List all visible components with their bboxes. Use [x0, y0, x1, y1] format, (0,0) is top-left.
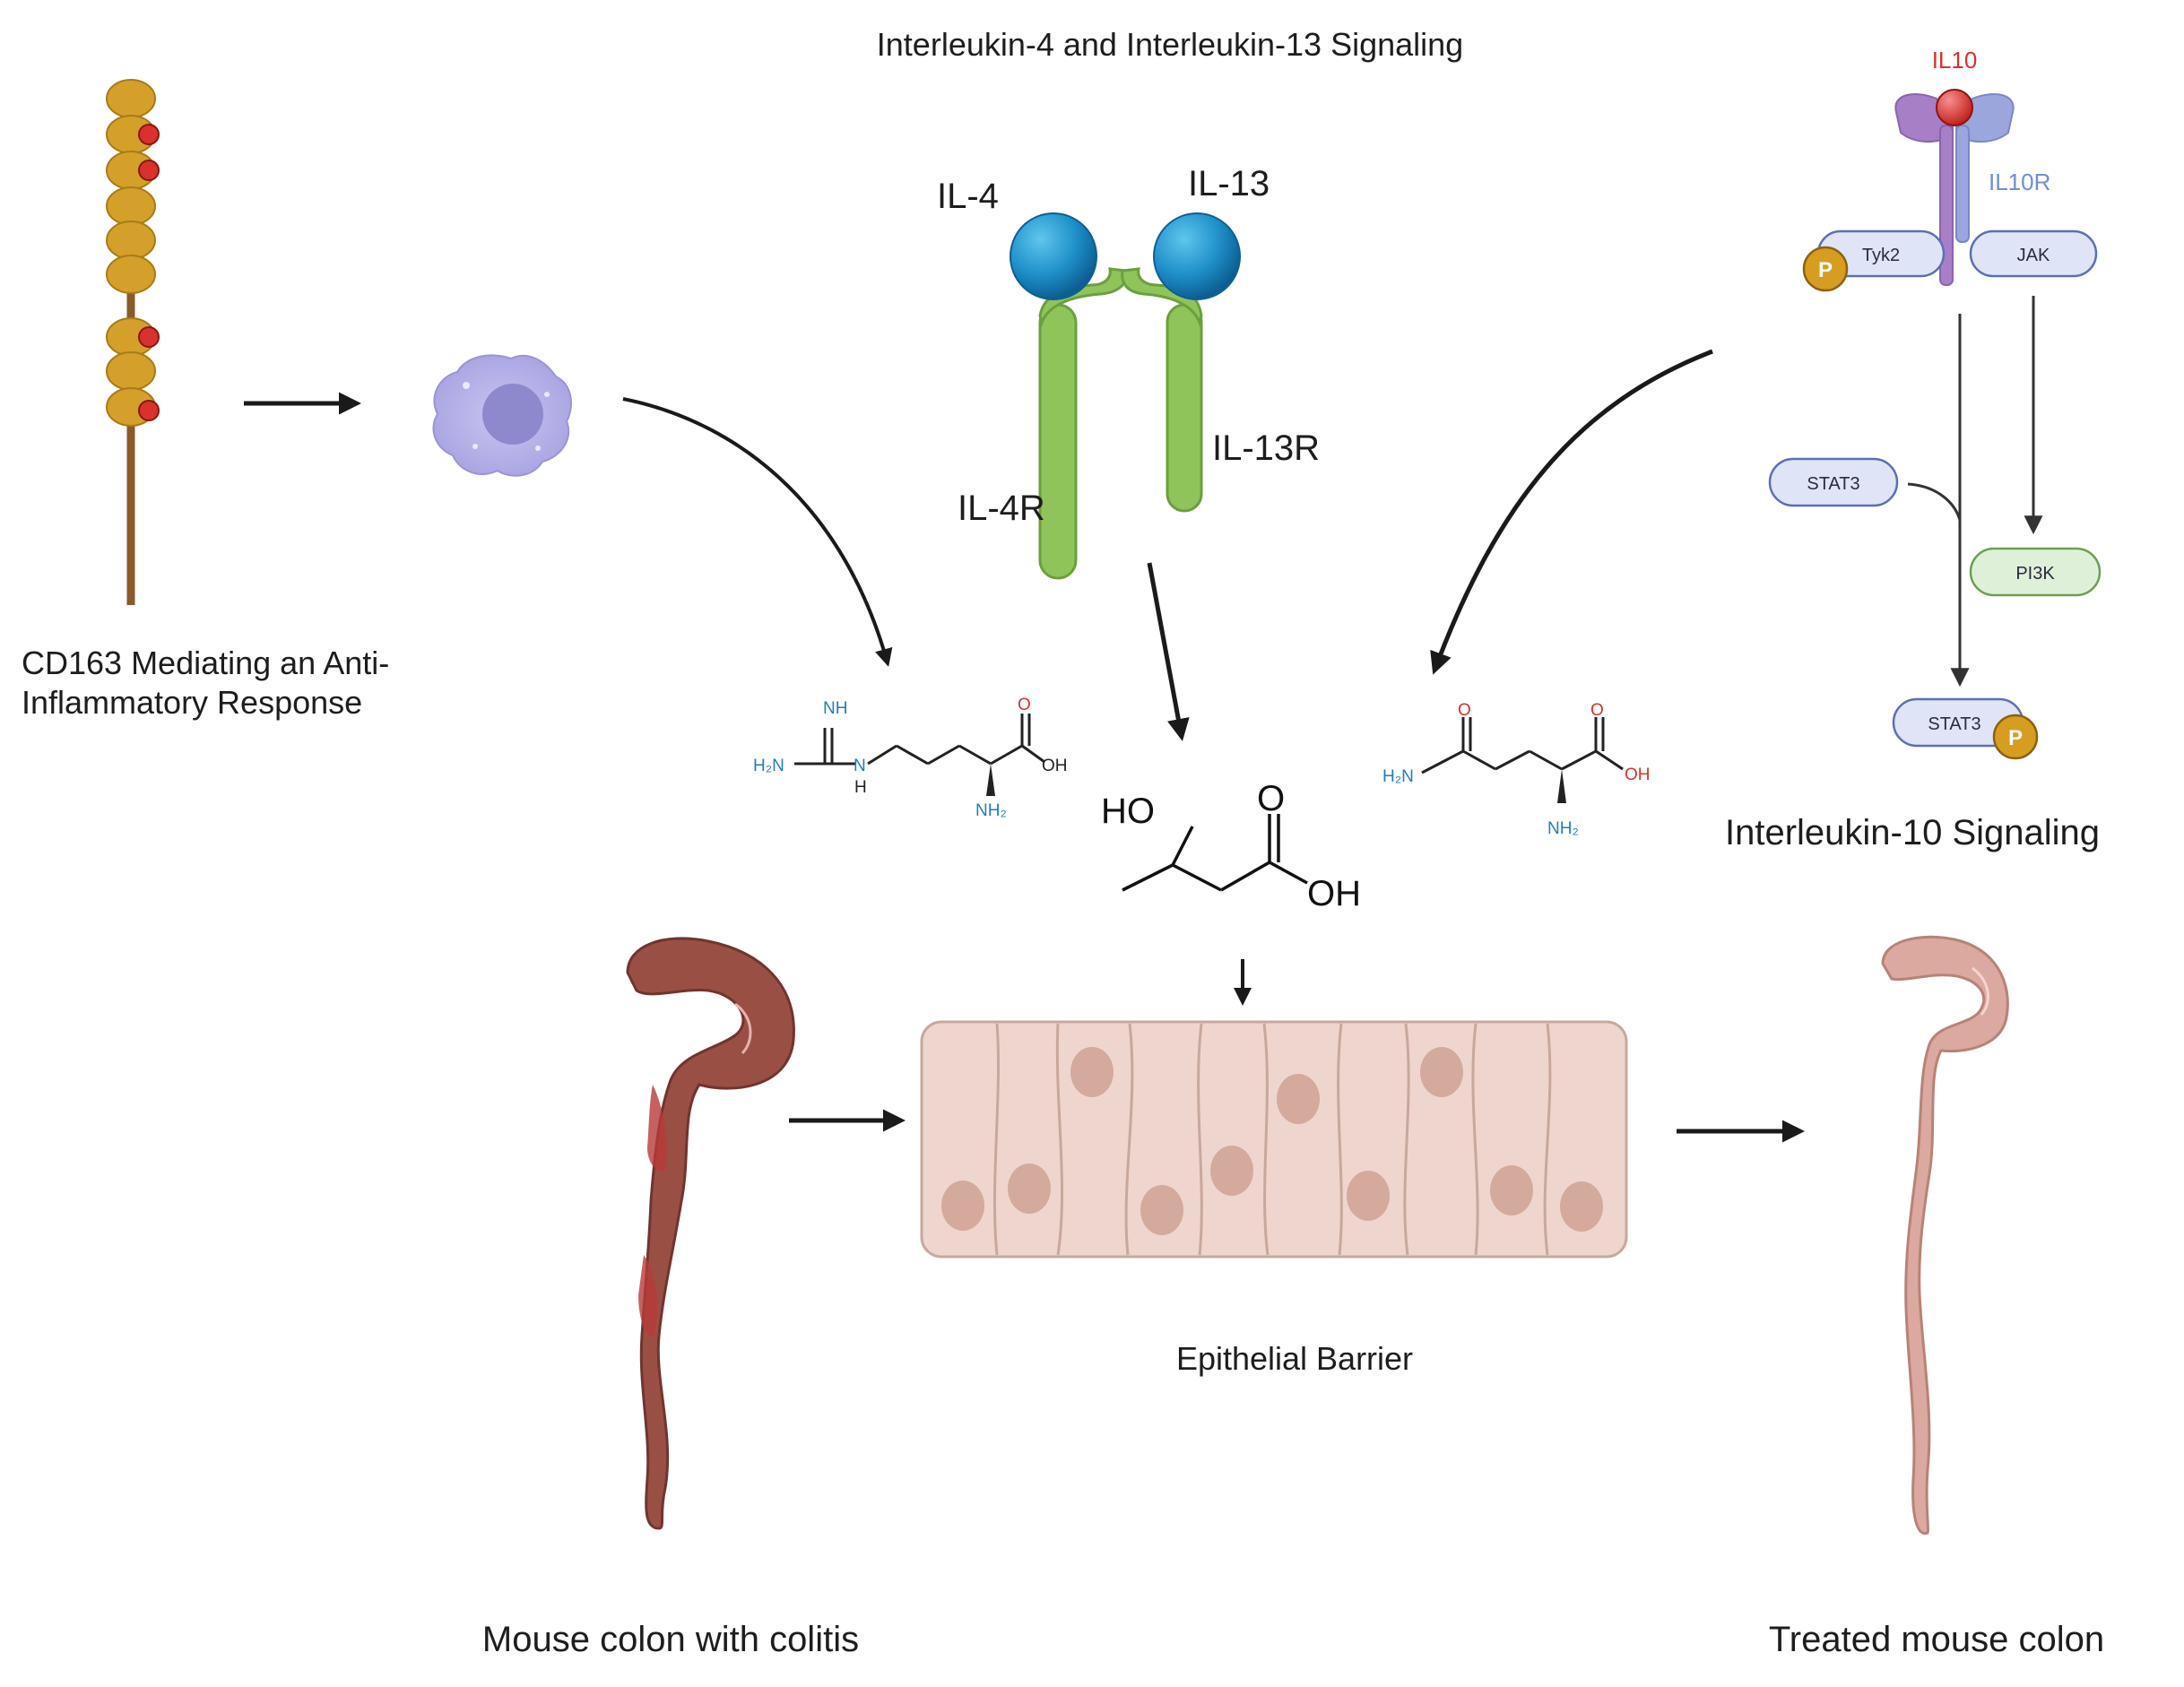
arginine-nh: NH — [823, 699, 847, 718]
arrow-macrophage-to-arginine — [622, 397, 893, 667]
cd163-red-sites — [138, 124, 160, 421]
stat3-box — [1768, 457, 1899, 507]
hmb-ho: HO — [1101, 792, 1155, 831]
hmb-o: O — [1257, 779, 1285, 818]
hmb-oh: OH — [1307, 874, 1361, 913]
colitis-colon-icon — [626, 937, 795, 1530]
phospho-label-tyk2: P — [1818, 258, 1833, 282]
epithelial-barrier-label: Epithelial Barrier — [1176, 1340, 1413, 1377]
phospho-icon-tyk2 — [1802, 246, 1849, 292]
il4-il13-title: Interleukin-4 and Interleukin-13 Signali… — [877, 26, 1463, 63]
arrow-il4-to-hmb — [1147, 562, 1190, 741]
jak-label: JAK — [2017, 246, 2050, 265]
glutamine-oh: OH — [1625, 766, 1651, 784]
il10-ligand — [1936, 89, 1973, 126]
il4-label: IL-4 — [937, 177, 999, 216]
il13r-label: IL-13R — [1212, 428, 1320, 468]
macrophage-cell-icon — [432, 354, 572, 477]
arginine-nh2: NH₂ — [975, 801, 1007, 820]
il13-receptor — [1121, 267, 1203, 513]
il4-receptor — [1038, 267, 1128, 580]
arginine-h2n: H₂N — [753, 757, 784, 775]
jak-box — [1969, 229, 2098, 278]
cd163-label-line2: Inflammatory Response — [22, 684, 362, 721]
arrow-il10-to-glutamine — [1430, 349, 1713, 675]
stat3-join-line — [1907, 482, 1962, 521]
arginine-n: N — [854, 757, 866, 775]
il10r-label: IL10R — [1989, 169, 2050, 195]
il10-label: IL10 — [1932, 47, 1978, 74]
il4-ligand — [1010, 212, 1097, 300]
arginine-structure: NH H₂N N H O OH NH₂ — [753, 696, 1068, 820]
il4r-label: IL-4R — [958, 489, 1045, 528]
glutamine-o2: O — [1590, 701, 1604, 720]
stat3-phospho-label: STAT3 — [1928, 714, 1980, 734]
glutamine-h2n: H₂N — [1382, 767, 1414, 786]
treated-colon-label: Treated mouse colon — [1769, 1620, 2104, 1659]
cd163-bead-domains — [106, 79, 156, 427]
cd163-label-line1: CD163 Mediating an Anti- — [22, 645, 389, 681]
pi3k-label: PI3K — [2015, 564, 2055, 584]
il13-label: IL-13 — [1188, 164, 1270, 203]
arginine-oh: OH — [1042, 757, 1068, 775]
hmb-structure: HO O OH — [1101, 779, 1361, 913]
glutamine-structure: O O H₂N OH NH₂ — [1382, 701, 1651, 838]
arginine-o: O — [1018, 696, 1031, 714]
glutamine-o1: O — [1458, 701, 1471, 720]
il10-title: Interleukin-10 Signaling — [1725, 813, 2100, 852]
tyk2-label: Tyk2 — [1862, 246, 1900, 265]
cd163-molecule — [106, 79, 160, 605]
phospho-icon-stat3 — [1992, 714, 2039, 760]
stat3-label: STAT3 — [1807, 474, 1859, 494]
epithelial-barrier — [920, 1020, 1628, 1259]
pi3k-box — [1969, 547, 2102, 597]
il13-ligand — [1153, 212, 1241, 300]
phospho-label-stat3: P — [2008, 726, 2023, 750]
glutamine-nh2: NH₂ — [1547, 819, 1579, 838]
treated-colon-icon — [1881, 935, 2009, 1536]
arginine-h: H — [854, 778, 867, 797]
colitis-colon-label: Mouse colon with colitis — [482, 1620, 859, 1659]
